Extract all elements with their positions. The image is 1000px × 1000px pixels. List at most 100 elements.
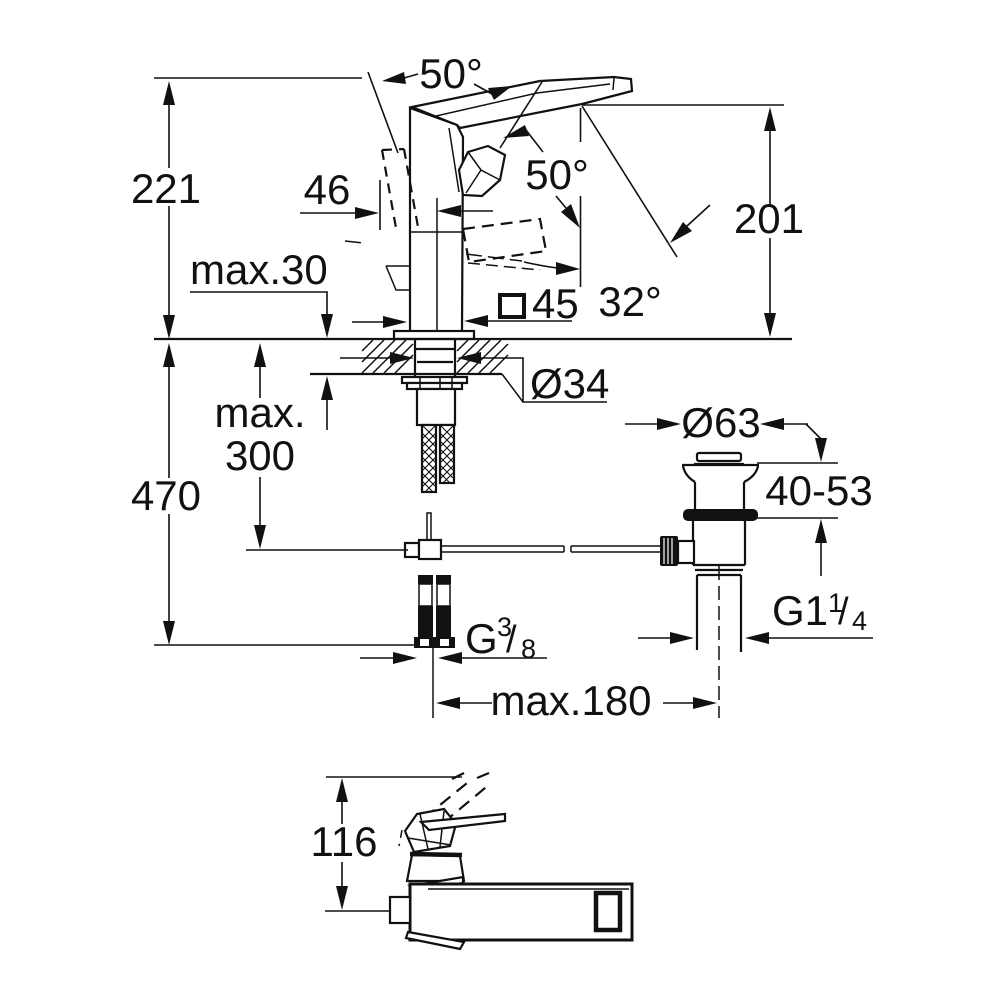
arrowhead: [745, 632, 769, 644]
arrowhead: [561, 204, 580, 228]
dim-label-max30: max.30: [190, 246, 328, 293]
spout-inner-line: [422, 83, 611, 120]
lever-axis-dashes: [344, 240, 523, 262]
stud-right-stem: [436, 583, 451, 607]
arrowhead: [336, 886, 348, 910]
dim-label-50-top: 50°: [419, 50, 483, 97]
arrowhead: [383, 316, 407, 328]
arrowhead: [437, 205, 461, 217]
front-knob-left-dash: [398, 829, 403, 847]
front-bottom-wedge: [404, 930, 466, 951]
lever-dashed-down: [461, 217, 548, 264]
popup-rod-vertical: [426, 512, 432, 542]
ext-line: [367, 71, 399, 154]
front-handle-top-dashes: [451, 771, 490, 780]
dim-label-dia63: Ø63: [681, 399, 760, 446]
body-ridge: [448, 127, 460, 193]
dimension-max30: max.30: [190, 246, 333, 430]
arrowhead: [438, 652, 462, 664]
front-view-faucet: [388, 771, 634, 951]
link-diagonal: [805, 423, 822, 440]
lever-knob-detail: [465, 151, 501, 194]
stud-base-hole-left: [420, 639, 429, 646]
dimension-dia63: Ø63: [625, 399, 808, 446]
hose-right-braid: [439, 424, 455, 484]
arrowhead: [464, 315, 488, 327]
dim-label-300: 300: [225, 432, 295, 479]
arrowhead: [815, 438, 827, 462]
stud-base-hole-right: [440, 639, 449, 646]
arrowhead: [764, 107, 776, 131]
stud-left-cap: [418, 575, 433, 584]
stud-right-cap: [436, 575, 451, 584]
arrowhead: [382, 72, 406, 84]
arrowhead: [163, 343, 175, 367]
spout-tip-tick: [612, 77, 615, 91]
dim-label-max180: max.180: [490, 677, 651, 724]
spout-axis-ext: [581, 105, 678, 258]
dimension-g1-quarter: G1 1 / 4: [638, 587, 873, 644]
arrowhead: [488, 86, 512, 100]
arrowhead: [393, 652, 417, 664]
arrowhead: [764, 313, 776, 337]
drain-rod-connector: [676, 539, 696, 565]
arrowhead: [503, 125, 529, 138]
dimension-g-three-eighths: G 3 / 8: [360, 612, 547, 664]
stud-left-thread: [418, 606, 433, 637]
mounting-shank: [413, 339, 457, 377]
arrowhead: [390, 352, 414, 364]
tail: [525, 129, 544, 153]
stud-left-stem: [418, 583, 433, 607]
thread-label-g-slash: /: [506, 619, 517, 661]
lever-axis-dashes-2: [467, 262, 541, 271]
thread-label-g-sup: 3: [497, 612, 512, 642]
arrowhead: [670, 632, 694, 644]
tail: [473, 83, 493, 95]
front-cartridge-top: [409, 851, 463, 858]
dim-label-32: 32°: [598, 278, 662, 325]
dimension-116: 116: [311, 776, 462, 912]
mounting-nut-body: [415, 387, 457, 427]
thread-label-g1: G1: [772, 587, 828, 634]
thread-label-g-sub: 8: [521, 634, 536, 664]
arrowhead: [336, 778, 348, 802]
dim-label-201: 201: [734, 195, 804, 242]
arrowhead: [321, 376, 333, 400]
thread-label-g1-slash: /: [838, 591, 849, 633]
rod-clevis-large: [417, 538, 443, 561]
under-counter-assembly: [400, 339, 661, 718]
arrowhead: [254, 343, 266, 367]
callout-frame: [479, 357, 607, 403]
arrowhead: [254, 525, 266, 549]
dimension-40-53: 40-53: [757, 423, 873, 576]
arrowhead: [670, 222, 692, 243]
lever-dashed-up: [380, 147, 420, 229]
dimension-max300: max. 300: [214, 343, 408, 551]
dimension-46: 46: [300, 166, 493, 230]
thread-label-g: G: [465, 615, 498, 662]
tail: [686, 204, 711, 227]
front-supply-block: [388, 895, 412, 925]
dimension-201: 201: [582, 104, 804, 337]
dim-label-dia34: Ø34: [530, 360, 609, 407]
front-lever-blade: [418, 812, 507, 832]
drain-tailpipe: [695, 575, 743, 652]
flange-ticks: [419, 377, 453, 389]
hose-left-braid: [421, 424, 437, 493]
dim-label-40-53: 40-53: [765, 467, 872, 514]
dimension-dia34: Ø34: [340, 352, 609, 407]
drain-knob-ridges: [663, 538, 673, 564]
thread-label-g1-sup: 1: [828, 588, 843, 618]
arrowhead: [657, 418, 681, 430]
leader: [190, 291, 328, 316]
dim-label-max: max.: [214, 389, 305, 436]
arrowhead: [693, 697, 717, 709]
dimension-max180: max.180: [436, 677, 717, 724]
side-view-faucet: [344, 75, 634, 341]
dimension-470: 470: [131, 343, 416, 646]
base-plate: [392, 329, 476, 341]
arrowhead: [815, 519, 827, 543]
arrowhead: [321, 314, 333, 338]
arrowhead: [760, 418, 784, 430]
arrowhead: [163, 315, 175, 339]
